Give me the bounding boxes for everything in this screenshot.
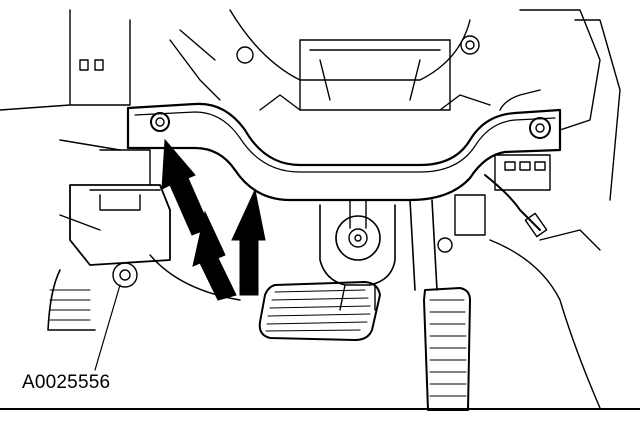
figure-id-label: A0025556: [22, 372, 111, 393]
floor-contour-right: [489, 239, 601, 409]
brake-pedal-pad: [258, 281, 381, 341]
clip-small: [79, 59, 89, 71]
beam-bolt-right: [529, 117, 551, 139]
brake-pedal-arm: [319, 204, 396, 286]
left-harness: [47, 269, 96, 331]
bolt-top-right: [460, 35, 480, 55]
leader-line: [94, 284, 121, 371]
accelerator-pedal: [423, 287, 471, 411]
left-module: [69, 184, 171, 266]
wire-harness: [484, 174, 541, 231]
up-arrow-icon: [231, 188, 266, 296]
dash-panel: [0, 9, 131, 151]
bottom-rule: [0, 408, 640, 410]
left-grommet: [112, 262, 138, 288]
upper-bracket: [299, 39, 451, 111]
cross-member-beam: [126, 102, 562, 202]
up-arrow-icon: [192, 210, 237, 301]
beam-bolt-left: [150, 112, 170, 132]
bolt-top-left: [236, 46, 254, 64]
accelerator-arm: [409, 199, 438, 291]
pedal-pivot: [335, 215, 381, 261]
steering-column-housing: [229, 9, 471, 81]
electrical-connector: [494, 154, 551, 191]
accel-fastener: [437, 237, 453, 253]
